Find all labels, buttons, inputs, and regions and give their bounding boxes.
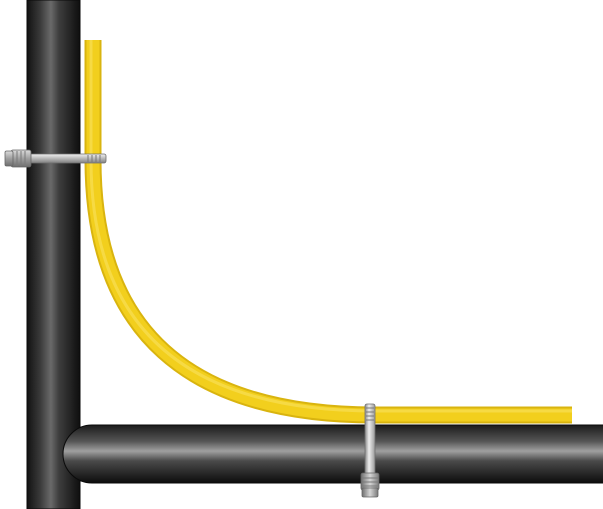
hose-clamp-icon [360,403,380,498]
horizontal-pipe-icon [62,424,603,484]
hose-clamp-icon [4,149,107,168]
yellow-tube-icon [84,40,572,424]
vertical-pipe-icon [26,0,81,509]
